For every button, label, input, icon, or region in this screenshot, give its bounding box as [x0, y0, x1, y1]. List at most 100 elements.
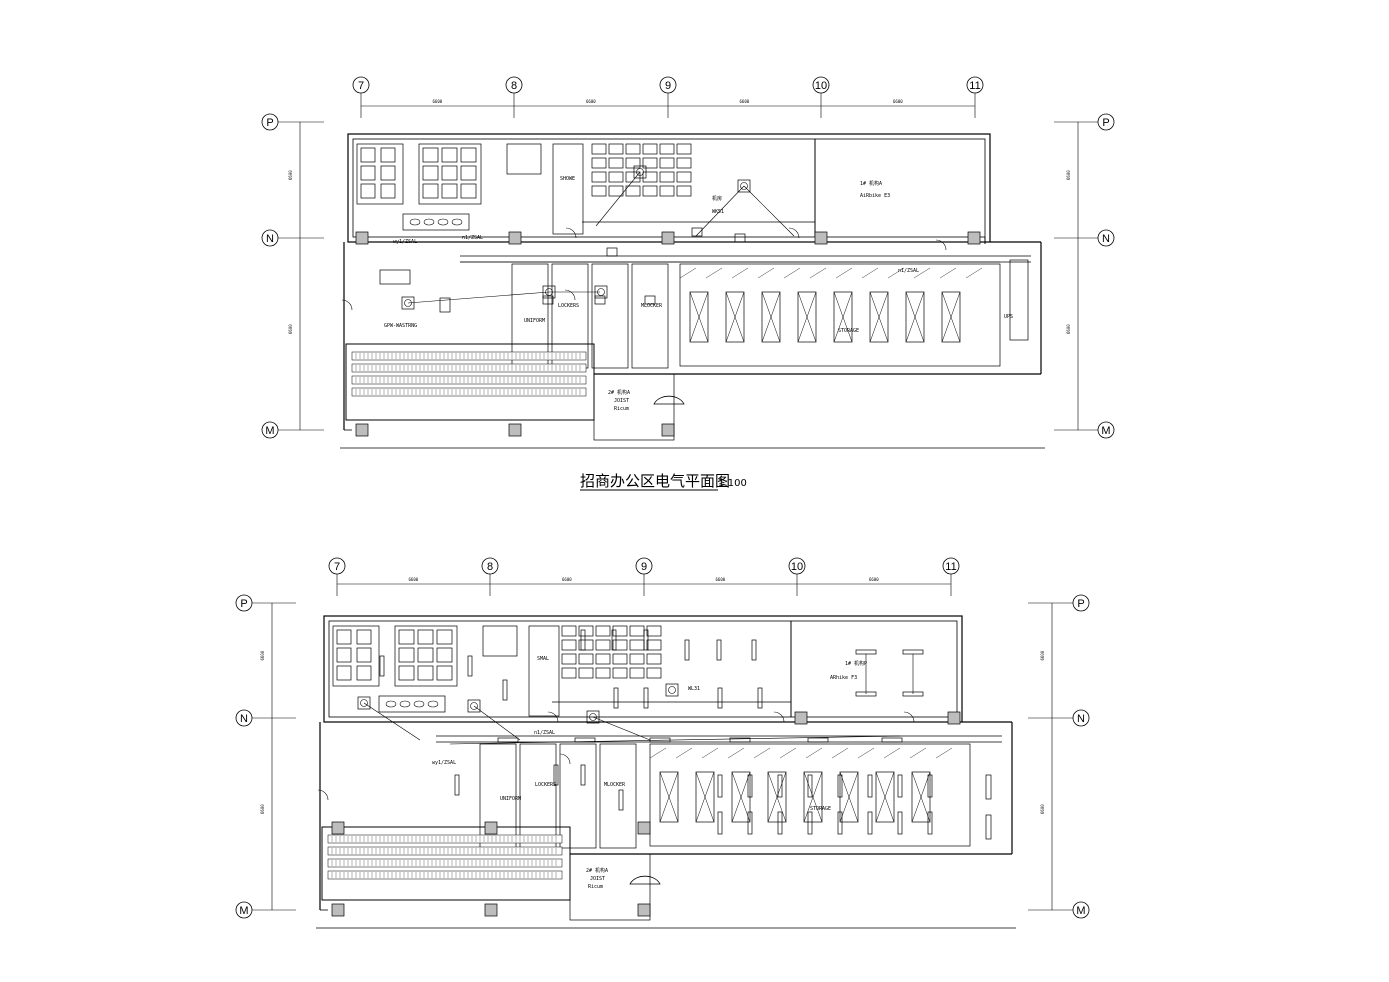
door-swing: [935, 239, 947, 251]
column-marker: [637, 903, 651, 917]
desk: [578, 667, 594, 679]
desk: [591, 143, 607, 155]
axis-col-11: 11: [969, 80, 980, 92]
storage-rack: [803, 771, 823, 823]
door-swing: [317, 789, 329, 801]
fixture: [691, 227, 703, 237]
toilet-room: [332, 625, 380, 687]
desk: [659, 143, 675, 155]
fluorescent-luminaire: [643, 629, 649, 651]
desk: [612, 667, 628, 679]
dimension-text: 6600: [288, 324, 293, 334]
toilet-stall: [336, 629, 352, 645]
desk: [659, 157, 675, 169]
toilet-room: [394, 625, 458, 687]
label-ricum-b: Ricum: [588, 884, 603, 890]
wiring-line: [473, 705, 521, 741]
toilet-stall: [441, 165, 458, 181]
rack-luminaire: [927, 774, 933, 798]
storage-rack: [761, 291, 781, 343]
desk: [646, 639, 662, 651]
toilet-stall: [417, 647, 434, 663]
desk: [595, 625, 611, 637]
label-gpw: GPW-WASTRNG: [384, 323, 417, 329]
rack-luminaire: [897, 774, 903, 798]
desk: [625, 185, 641, 197]
desk: [595, 653, 611, 665]
ceiling-light-fixture: [470, 702, 478, 710]
label-ups: UPS: [1004, 314, 1013, 320]
label-uniform: UNIFORM: [524, 318, 545, 324]
dimension-text: 6600: [1066, 324, 1071, 334]
toilet-stall: [380, 165, 396, 181]
label-joist: JOIST: [614, 398, 629, 404]
column-marker: [331, 821, 345, 835]
wiring-line: [407, 291, 550, 304]
wall-hatch: [913, 267, 931, 279]
rack-luminaire: [837, 811, 843, 835]
fluorescent-luminaire: [467, 655, 473, 677]
label-circuit-b1: wy1/ZSAL: [432, 760, 456, 766]
fluorescent-luminaire: [716, 639, 722, 661]
column-marker: [508, 231, 522, 245]
label-room-a-sub: AiRbike E3: [860, 193, 890, 199]
storage-rack: [941, 291, 961, 343]
toilet-stall: [380, 183, 396, 199]
ceiling-light-fixture: [668, 686, 676, 694]
toilet-room: [356, 143, 404, 205]
ceiling-light-fixture: [586, 710, 600, 724]
rack-luminaire: [807, 774, 813, 798]
rack-hatch: [875, 771, 895, 823]
desk: [676, 171, 692, 183]
desk: [608, 185, 624, 197]
escalator-band: [327, 846, 563, 856]
label-circuit-2: n1/ZSAL: [462, 235, 483, 241]
toilet-stall: [422, 165, 439, 181]
label-mlocker: MLOCKER: [641, 303, 663, 309]
corridor-luminaire: [729, 737, 751, 743]
axis-col-7: 7: [358, 80, 364, 92]
toilet-stall: [460, 183, 477, 199]
rack-hatch: [731, 771, 751, 823]
rack-hatch: [725, 291, 745, 343]
column-marker: [508, 423, 522, 437]
fixture: [606, 247, 618, 257]
escalator-band: [351, 387, 587, 397]
toilet-stall: [436, 647, 453, 663]
wiring-line: [449, 735, 901, 745]
storage-rack: [833, 291, 853, 343]
wall-hatch: [757, 267, 775, 279]
sink: [409, 218, 421, 226]
corridor-luminaire: [881, 737, 903, 743]
rack-luminaire: [717, 811, 723, 835]
rack-hatch: [695, 771, 715, 823]
wall-hatch: [679, 267, 697, 279]
ceiling-light-fixture: [401, 296, 415, 310]
toilet-stall: [398, 629, 415, 645]
axis-col-10: 10: [791, 561, 803, 573]
vanity-counter: [378, 695, 446, 713]
rack-hatch: [869, 291, 889, 343]
escalator-band: [351, 351, 587, 361]
axis-row-right-P: P: [1102, 117, 1109, 129]
label-joist-b: JOIST: [590, 876, 605, 882]
desk: [625, 171, 641, 183]
rack-luminaire: [807, 811, 813, 835]
desk: [612, 653, 628, 665]
desk: [561, 667, 577, 679]
door-swing: [564, 289, 576, 301]
desk: [676, 185, 692, 197]
axis-row-right-M: M: [1101, 425, 1110, 437]
toilet-stall: [441, 183, 458, 199]
locker-room: [559, 743, 597, 849]
desk: [629, 653, 645, 665]
column-marker: [355, 231, 369, 245]
wall-hatch: [731, 267, 749, 279]
desk: [659, 171, 675, 183]
label-circuit-1: wy1/ZSAL: [393, 239, 417, 245]
axis-row-left-M: M: [239, 905, 248, 917]
locker-room: [599, 743, 637, 849]
axis-row-right-N: N: [1077, 713, 1085, 725]
desk: [629, 667, 645, 679]
